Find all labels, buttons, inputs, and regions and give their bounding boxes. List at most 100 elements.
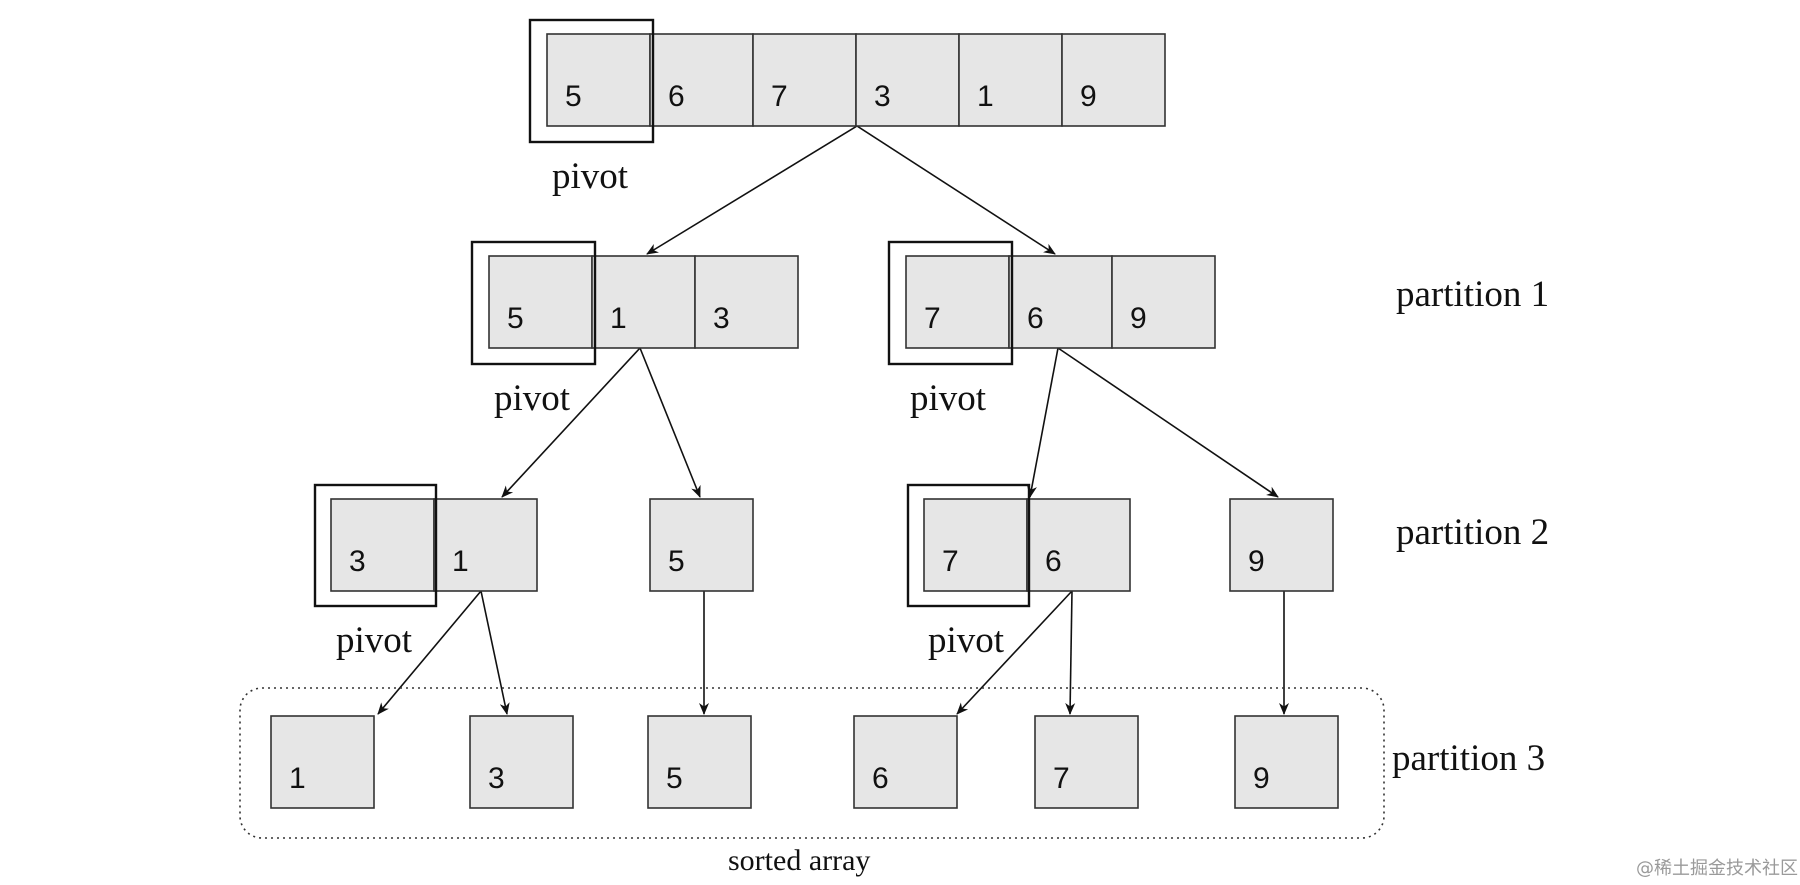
pivot-label-p2-left: pivot xyxy=(336,620,413,661)
array-cell-value: 3 xyxy=(349,545,366,578)
array-cell-value: 1 xyxy=(610,302,627,335)
array-cell-root-0: 5 xyxy=(546,33,651,127)
sorted-array-caption: sorted array xyxy=(728,844,870,877)
pivot-frame-root xyxy=(528,18,655,144)
array-cell-partition3-4: 7 xyxy=(1034,715,1139,809)
array-cell-box xyxy=(647,715,752,809)
partition-arrow-10 xyxy=(1065,590,1076,715)
array-cell-value: 1 xyxy=(977,80,994,113)
array-cell-value: 9 xyxy=(1253,762,1270,795)
array-cell-box xyxy=(649,33,754,127)
array-cell-partition1-left-1: 1 xyxy=(591,255,696,349)
array-cell-box xyxy=(1111,255,1216,349)
array-cell-box xyxy=(1061,33,1166,127)
partition-arrow-5 xyxy=(1057,347,1279,498)
array-cell-box xyxy=(694,255,799,349)
array-cell-value: 6 xyxy=(872,762,889,795)
array-cell-value: 7 xyxy=(942,545,959,578)
array-cell-root-1: 6 xyxy=(649,33,754,127)
array-cell-value: 7 xyxy=(924,302,941,335)
array-cell-value: 5 xyxy=(668,545,685,578)
array-cell-box xyxy=(1234,715,1339,809)
array-cell-partition1-left-2: 3 xyxy=(694,255,799,349)
array-cell-value: 5 xyxy=(507,302,524,335)
array-cell-value: 3 xyxy=(713,302,730,335)
array-cell-root-3: 3 xyxy=(855,33,960,127)
array-cell-box xyxy=(1026,498,1131,592)
edges-layer xyxy=(377,125,1289,715)
pivot-frame-partition1-left xyxy=(470,240,597,366)
array-cell-box xyxy=(958,33,1063,127)
pivot-frame-partition2-a xyxy=(313,483,438,608)
partition-arrow-3 xyxy=(639,347,701,498)
array-cell-partition2-d-0: 9 xyxy=(1229,498,1334,592)
array-cell-box xyxy=(853,715,958,809)
level-label-partition-1: partition 1 xyxy=(1396,274,1549,315)
array-cell-root-4: 1 xyxy=(958,33,1063,127)
array-cell-value: 6 xyxy=(1045,545,1062,578)
pivot-frame-partition2-c xyxy=(906,483,1031,608)
array-cell-partition3-3: 6 xyxy=(853,715,958,809)
array-cell-partition2-c-1: 6 xyxy=(1026,498,1131,592)
array-cell-value: 6 xyxy=(1027,302,1044,335)
partition-arrow-0 xyxy=(646,125,858,255)
array-cell-box xyxy=(1008,255,1113,349)
array-cell-box xyxy=(469,715,574,809)
array-cell-value: 5 xyxy=(666,762,683,795)
array-cell-partition3-0: 1 xyxy=(270,715,375,809)
array-cell-partition2-c-0: 7 xyxy=(923,498,1028,592)
array-cell-partition1-left-0: 5 xyxy=(488,255,593,349)
pivot-label-p1-left: pivot xyxy=(494,378,571,419)
partition-arrow-6 xyxy=(377,590,482,715)
array-cell-box xyxy=(855,33,960,127)
pivot-label-root: pivot xyxy=(552,156,629,197)
array-cell-value: 1 xyxy=(289,762,306,795)
array-cell-box xyxy=(546,33,651,127)
array-cell-value: 5 xyxy=(565,80,582,113)
array-cell-partition3-1: 3 xyxy=(469,715,574,809)
array-cell-value: 1 xyxy=(452,545,469,578)
array-cell-value: 6 xyxy=(668,80,685,113)
array-cell-box xyxy=(270,715,375,809)
array-cell-value: 9 xyxy=(1248,545,1265,578)
array-cell-partition3-2: 5 xyxy=(647,715,752,809)
array-cell-partition2-b-0: 5 xyxy=(649,498,754,592)
level-label-partition-2: partition 2 xyxy=(1396,512,1549,553)
pivot-label-p2-right: pivot xyxy=(928,620,1005,661)
array-cell-partition3-5: 9 xyxy=(1234,715,1339,809)
array-cell-box xyxy=(1034,715,1139,809)
partition-arrow-4 xyxy=(1027,347,1059,498)
array-cell-partition2-a-0: 3 xyxy=(330,498,435,592)
array-cell-value: 3 xyxy=(874,80,891,113)
array-cell-value: 9 xyxy=(1130,302,1147,335)
pivot-label-p1-right: pivot xyxy=(910,378,987,419)
arrays-layer: 5 6 7 3 1 9 5 1 3 7 6 9 3 1 5 7 6 9 1 3 5 6 7 9 xyxy=(270,18,1339,809)
array-cell-value: 9 xyxy=(1080,80,1097,113)
pivot-frame-partition1-right xyxy=(887,240,1014,366)
partition-arrow-9 xyxy=(956,590,1073,715)
level-label-partition-3: partition 3 xyxy=(1392,738,1545,779)
array-cell-box xyxy=(923,498,1028,592)
array-cell-partition2-a-1: 1 xyxy=(433,498,538,592)
array-cell-partition1-right-1: 6 xyxy=(1008,255,1113,349)
array-cell-box xyxy=(330,498,435,592)
sorted-array-boundary xyxy=(239,687,1385,839)
array-cell-value: 7 xyxy=(771,80,788,113)
array-cell-root-5: 9 xyxy=(1061,33,1166,127)
array-cell-partition1-right-0: 7 xyxy=(905,255,1010,349)
array-cell-value: 7 xyxy=(1053,762,1070,795)
watermark-text: @稀土掘金技术社区 xyxy=(1636,858,1798,879)
array-cell-box xyxy=(905,255,1010,349)
partition-arrow-7 xyxy=(480,590,510,715)
array-cell-box xyxy=(488,255,593,349)
array-cell-box xyxy=(433,498,538,592)
array-cell-box xyxy=(591,255,696,349)
partition-arrow-2 xyxy=(501,347,641,498)
array-cell-box xyxy=(1229,498,1334,592)
array-cell-root-2: 7 xyxy=(752,33,857,127)
partition-arrow-1 xyxy=(856,125,1056,255)
array-cell-value: 3 xyxy=(488,762,505,795)
array-cell-box xyxy=(649,498,754,592)
array-cell-partition1-right-2: 9 xyxy=(1111,255,1216,349)
